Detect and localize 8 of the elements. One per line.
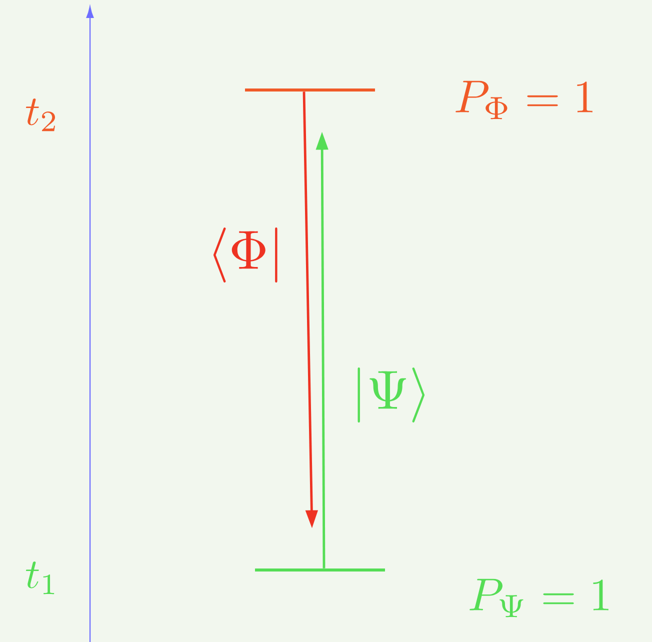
probability-label: $P_{\Psi} = 1$ <box>470 578 608 618</box>
time-label: $t_2$ <box>26 98 56 132</box>
time-label: $t_1$ <box>26 562 54 594</box>
probability-label: $P_{\Phi} = 1$ <box>456 80 592 120</box>
state-label: $\langle \Phi |$ <box>213 228 278 282</box>
level-bar <box>245 88 375 92</box>
state-label: $| \Psi \rangle$ <box>358 368 425 422</box>
level-bar <box>255 568 385 572</box>
